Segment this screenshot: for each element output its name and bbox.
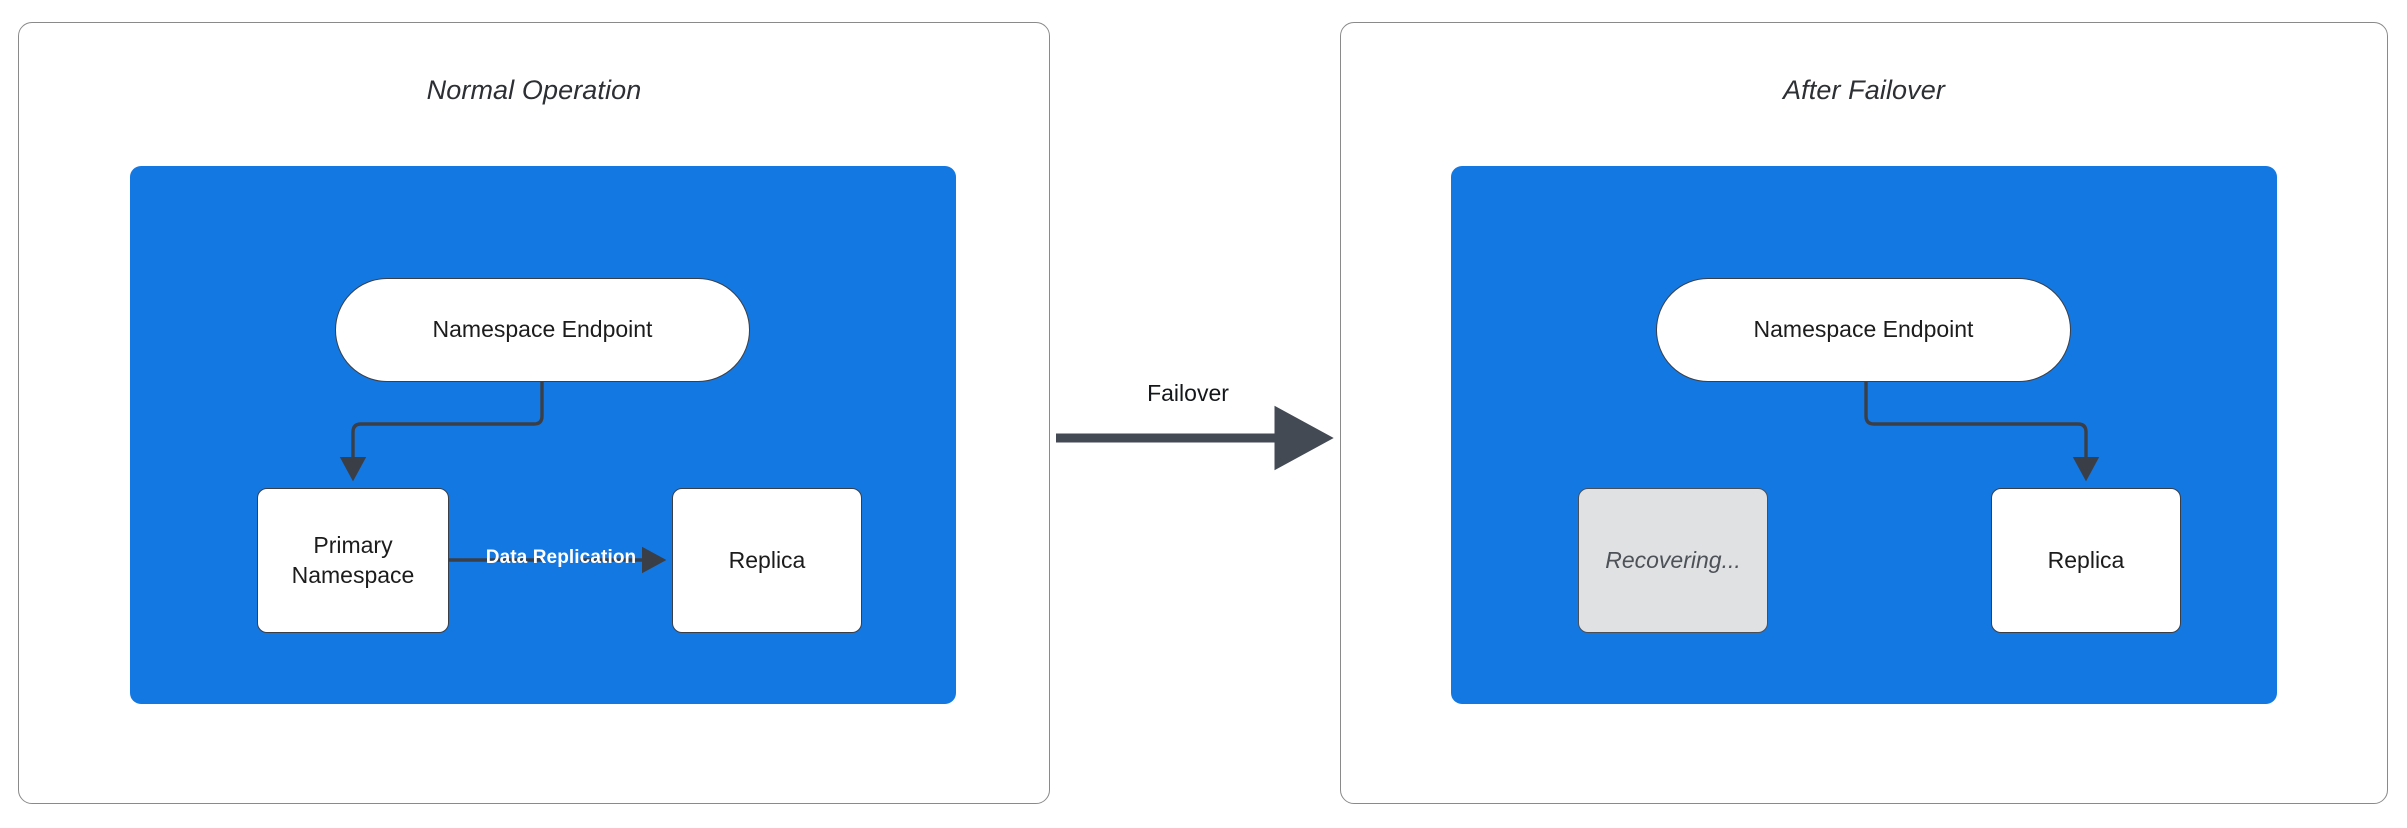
failover-label: Failover — [1147, 380, 1229, 406]
edge-endpoint-to-primary — [339, 382, 544, 482]
edge-endpoint-to-replica — [1864, 382, 2100, 482]
blue-zone-failover: Namespace Endpoint Recovering... Replica — [1451, 166, 2277, 704]
node-primary-namespace-line1: Primary — [313, 532, 393, 559]
panel-normal-operation: Normal Operation Namesp — [18, 22, 1050, 804]
edge-label-data-replication: Data Replication — [485, 547, 637, 568]
node-namespace-endpoint-normal[interactable]: Namespace Endpoint — [335, 278, 750, 382]
panel-title-after-failover: After Failover — [1783, 75, 1945, 105]
node-replica-failover[interactable]: Replica — [1991, 488, 2181, 633]
node-recovering[interactable]: Recovering... — [1578, 488, 1768, 633]
failover-transition: Failover — [1050, 380, 1346, 500]
node-replica-normal[interactable]: Replica — [672, 488, 862, 633]
blue-zone-normal: Namespace Endpoint Primary Namespace Rep… — [130, 166, 956, 704]
failover-arrow-icon — [1056, 405, 1334, 471]
panel-title-normal-operation: Normal Operation — [426, 75, 642, 105]
node-primary-namespace[interactable]: Primary Namespace — [257, 488, 449, 633]
node-primary-namespace-line2: Namespace — [291, 561, 415, 588]
node-namespace-endpoint-failover[interactable]: Namespace Endpoint — [1656, 278, 2071, 382]
panel-after-failover: After Failover Namespace Endpoint Recove… — [1340, 22, 2388, 804]
